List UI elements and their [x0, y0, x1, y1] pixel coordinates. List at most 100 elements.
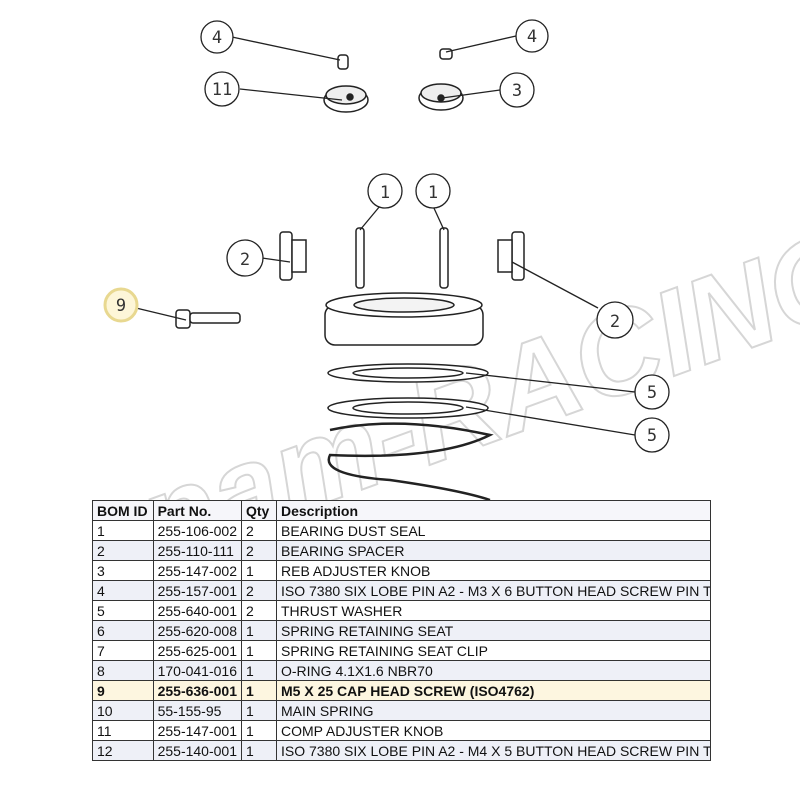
callout-2-left: 2 [226, 239, 291, 277]
callout-5-a: 5 [465, 372, 670, 410]
bom-id-cell: 10 [92, 700, 154, 721]
thrust-washer-b [327, 397, 489, 419]
pin-1-left [355, 227, 365, 289]
qty-cell: 1 [241, 640, 277, 661]
svg-text:9: 9 [116, 296, 126, 316]
qty-cell: 2 [241, 540, 277, 561]
spacer-2-left [279, 231, 307, 281]
svg-text:3: 3 [512, 81, 522, 101]
qty-cell: 1 [241, 700, 277, 721]
description-cell: MAIN SPRING [276, 700, 711, 721]
part-no-cell: 255-110-111 [152, 540, 243, 561]
callout-3: 3 [441, 72, 535, 108]
callout-5-b: 5 [465, 406, 670, 453]
col-description: Description [276, 500, 711, 521]
part-no-cell: 255-157-001 [152, 580, 243, 601]
callout-2-right: 2 [511, 261, 634, 339]
description-cell: REB ADJUSTER KNOB [276, 560, 711, 581]
qty-cell: 1 [241, 680, 277, 701]
callout-1-left: 1 [359, 173, 403, 231]
svg-text:5: 5 [647, 383, 657, 403]
qty-cell: 2 [241, 580, 277, 601]
part-no-cell: 255-106-002 [152, 520, 243, 541]
bom-id-cell: 11 [92, 720, 154, 741]
description-cell: ISO 7380 SIX LOBE PIN A2 - M4 X 5 BUTTON… [276, 740, 711, 761]
main-spring [327, 422, 494, 502]
description-cell: BEARING DUST SEAL [276, 520, 711, 541]
part-no-cell: 255-147-002 [152, 560, 243, 581]
parts [175, 48, 525, 502]
bom-id-cell: 3 [92, 560, 154, 581]
callout-9: 9 [103, 287, 187, 323]
svg-text:4: 4 [212, 28, 222, 48]
screw-9 [175, 309, 241, 329]
qty-cell: 1 [241, 660, 277, 681]
svg-text:2: 2 [610, 312, 620, 332]
description-cell: BEARING SPACER [276, 540, 711, 561]
callout-4-right: 4 [445, 19, 549, 53]
bom-id-cell: 6 [92, 620, 154, 641]
bom-id-cell: 7 [92, 640, 154, 661]
pin-1-right [439, 227, 449, 289]
spacer-2-right [497, 231, 525, 281]
qty-cell: 1 [241, 720, 277, 741]
part-no-cell: 55-155-95 [152, 700, 243, 721]
description-cell: M5 X 25 CAP HEAD SCREW (ISO4762) [276, 680, 711, 701]
bom-id-cell: 9 [92, 680, 154, 701]
callouts: 4 4 11 3 1 1 2 2 9 5 5 [103, 19, 670, 453]
callout-1-right: 1 [415, 173, 451, 231]
qty-cell: 1 [241, 620, 277, 641]
part-no-cell: 255-636-001 [152, 680, 243, 701]
description-cell: COMP ADJUSTER KNOB [276, 720, 711, 741]
svg-text:1: 1 [380, 183, 390, 203]
screw-4-left [337, 54, 349, 70]
svg-text:4: 4 [527, 27, 537, 47]
callout-11: 11 [204, 71, 343, 107]
description-cell: SPRING RETAINING SEAT [276, 620, 711, 641]
part-no-cell: 255-147-001 [152, 720, 243, 741]
col-qty: Qty [241, 500, 277, 521]
qty-cell: 2 [241, 520, 277, 541]
col-part-no: Part No. [152, 500, 243, 521]
part-no-cell: 255-140-001 [152, 740, 243, 761]
bom-id-cell: 8 [92, 660, 154, 681]
qty-cell: 1 [241, 740, 277, 761]
qty-cell: 2 [241, 600, 277, 621]
description-cell: SPRING RETAINING SEAT CLIP [276, 640, 711, 661]
svg-text:1: 1 [428, 183, 438, 203]
bom-id-cell: 1 [92, 520, 154, 541]
svg-text:2: 2 [240, 250, 250, 270]
callout-4-left: 4 [200, 20, 341, 61]
bom-id-cell: 12 [92, 740, 154, 761]
part-no-cell: 255-620-008 [152, 620, 243, 641]
spring-seat [324, 292, 484, 346]
part-no-cell: 170-041-016 [152, 660, 243, 681]
part-no-cell: 255-625-001 [152, 640, 243, 661]
bom-id-cell: 4 [92, 580, 154, 601]
svg-text:5: 5 [647, 426, 657, 446]
bom-id-cell: 5 [92, 600, 154, 621]
description-cell: THRUST WASHER [276, 600, 711, 621]
description-cell: ISO 7380 SIX LOBE PIN A2 - M3 X 6 BUTTON… [276, 580, 711, 601]
col-bom-id: BOM ID [92, 500, 154, 521]
svg-text:11: 11 [212, 80, 232, 100]
knob-3 [418, 83, 464, 111]
bom-header-row: BOM ID Part No. Qty Description [92, 500, 711, 521]
bom-id-cell: 2 [92, 540, 154, 561]
part-no-cell: 255-640-001 [152, 600, 243, 621]
description-cell: O-RING 4.1X1.6 NBR70 [276, 660, 711, 681]
qty-cell: 1 [241, 560, 277, 581]
